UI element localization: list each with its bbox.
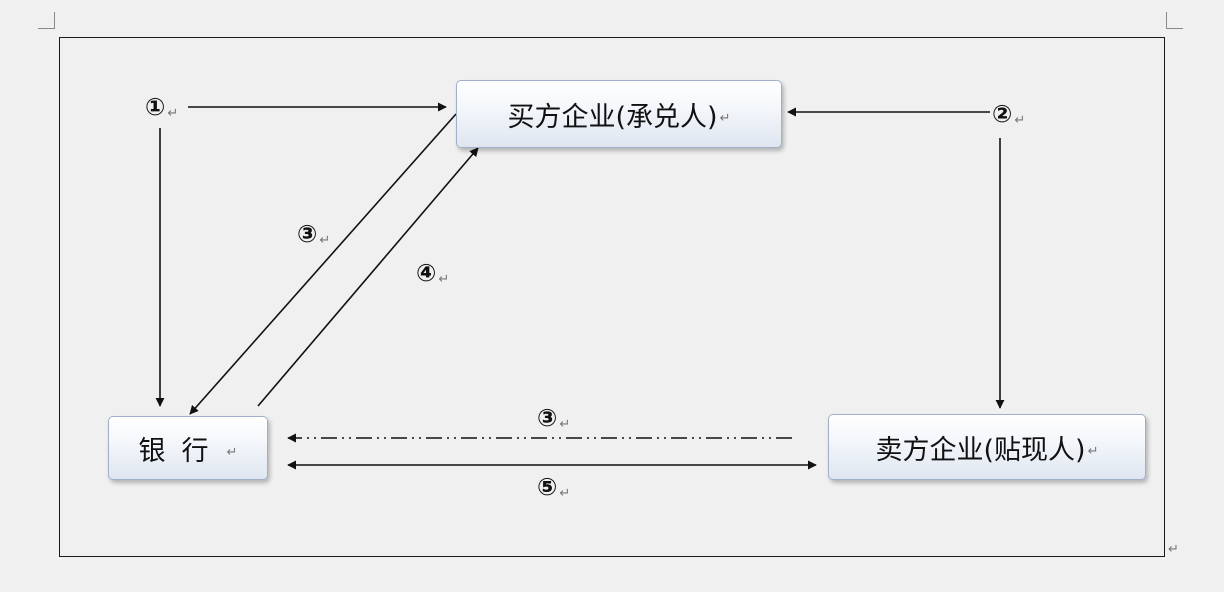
step-label-3-lower: ③↵ xyxy=(537,404,571,432)
node-bank-label: 银行 xyxy=(138,435,225,467)
node-buyer-label: 买方企业(承兑人) xyxy=(507,101,718,133)
paragraph-mark: ↵ xyxy=(559,486,571,501)
step-label-5: ⑤↵ xyxy=(537,473,571,501)
paragraph-mark: ↵ xyxy=(167,106,179,121)
step-label-3-upper: ③↵ xyxy=(297,220,331,248)
paragraph-mark: ↵ xyxy=(226,444,238,460)
node-bank: 银行↵ xyxy=(108,416,268,480)
arrow-step3-buyer-to-bank xyxy=(189,113,457,415)
node-seller-discounter: 卖方企业(贴现人)↵ xyxy=(828,414,1146,480)
node-buyer-acceptor: 买方企业(承兑人)↵ xyxy=(456,80,782,148)
paragraph-mark: ↵ xyxy=(319,233,331,248)
diagram-frame xyxy=(59,37,1165,557)
step-number: ① xyxy=(145,93,166,121)
page-corner-mark-top-right xyxy=(1166,12,1183,29)
step-label-1: ①↵ xyxy=(145,93,179,121)
page-corner-mark-top-left xyxy=(38,12,55,29)
paragraph-mark: ↵ xyxy=(559,417,571,432)
step-label-2: ②↵ xyxy=(992,100,1026,128)
paragraph-mark: ↵ xyxy=(1014,113,1026,128)
step-number: ③ xyxy=(537,404,558,432)
step-number: ④ xyxy=(416,259,437,287)
paragraph-mark: ↵ xyxy=(1087,443,1099,459)
paragraph-mark: ↵ xyxy=(438,272,450,287)
paragraph-mark: ↵ xyxy=(719,110,731,126)
node-seller-label: 卖方企业(贴现人) xyxy=(875,434,1086,466)
step-number: ③ xyxy=(297,220,318,248)
step-number: ⑤ xyxy=(537,473,558,501)
paragraph-mark-end: ↵ xyxy=(1168,542,1179,557)
step-number: ② xyxy=(992,100,1013,128)
step-label-4: ④↵ xyxy=(416,259,450,287)
arrow-step4-bank-to-buyer xyxy=(257,147,479,407)
